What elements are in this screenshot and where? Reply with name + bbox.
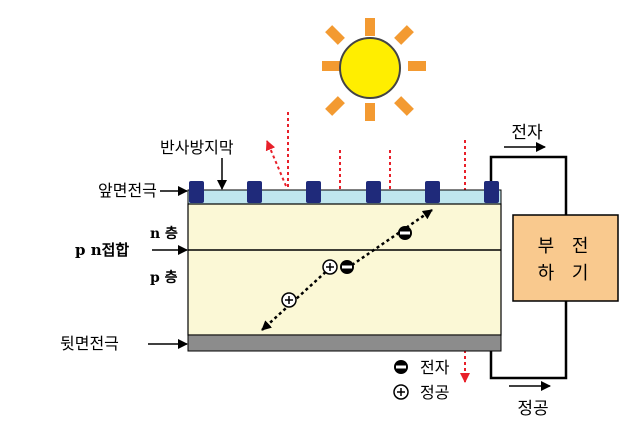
n-layer-label: n 층 <box>150 226 178 242</box>
legend-electron-label: 전자 <box>420 358 450 377</box>
antireflection-label: 반사방지막 <box>160 138 234 157</box>
legend-electron-icon <box>394 360 408 374</box>
external-circuit <box>489 155 568 380</box>
carrier-paths <box>261 208 433 331</box>
front-electrode-finger <box>189 181 204 203</box>
electron-icon <box>398 226 412 240</box>
electron-flow-label: 전자 <box>511 123 543 143</box>
front-electrode-finger <box>425 181 440 203</box>
front-electrode-finger <box>306 181 321 203</box>
legend-hole-icon <box>393 384 409 400</box>
front-electrode-finger <box>484 181 499 203</box>
load-label-line1: 부 전 <box>538 236 595 257</box>
electron-path <box>351 208 433 267</box>
front-electrode-finger <box>366 181 381 203</box>
load-box <box>512 214 619 302</box>
back-electrode <box>187 334 502 352</box>
pn-junction-label: p n접합 <box>75 241 129 259</box>
load-label-line2: 하 기 <box>538 263 595 284</box>
back-electrode-label: 뒷면전극 <box>60 334 119 353</box>
hole-icon <box>322 259 338 275</box>
legend-hole-label: 정공 <box>420 383 449 402</box>
p-layer-label: p 층 <box>150 270 178 286</box>
hole-icon <box>281 292 297 308</box>
sun-icon <box>322 18 426 121</box>
front-electrode-label: 앞면전극 <box>98 181 157 200</box>
front-electrode-fingers <box>189 181 499 203</box>
front-electrode-finger <box>247 181 262 203</box>
reflected-ray-out <box>265 140 287 187</box>
antireflection-film <box>187 189 502 205</box>
electron-icon <box>340 260 354 274</box>
hole-flow-label: 정공 <box>517 399 548 419</box>
